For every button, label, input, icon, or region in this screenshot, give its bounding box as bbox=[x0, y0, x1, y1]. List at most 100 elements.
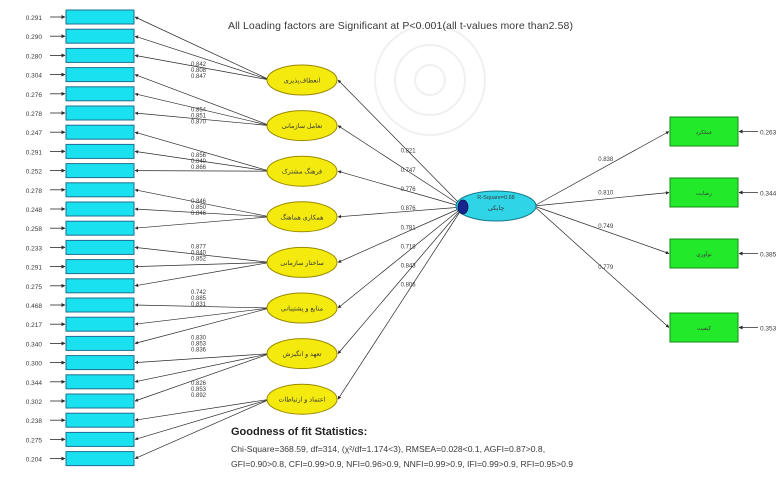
factor-loading-value: 0.866 bbox=[191, 165, 207, 171]
indicator-box bbox=[65, 9, 135, 25]
factor-loading-value: 0.836 bbox=[191, 348, 207, 354]
indicator-error-value: 0.233 bbox=[26, 245, 43, 252]
outcome-box bbox=[669, 312, 739, 343]
first-order-factor-ellipse bbox=[266, 246, 338, 278]
factor-loading-value: 0.846 bbox=[191, 199, 207, 205]
factor-loading-value: 0.742 bbox=[191, 290, 207, 296]
factor-loading-arrow bbox=[134, 54, 271, 81]
outcome-label: رضایت bbox=[696, 190, 712, 197]
first-order-factor-ellipse bbox=[266, 64, 338, 96]
factor-loading-value: 0.808 bbox=[191, 68, 207, 74]
indicator-error-value: 0.278 bbox=[26, 188, 43, 195]
goodness-of-fit-heading: Goodness of fit Statistics: bbox=[231, 426, 368, 438]
outcome-label: کیفیت bbox=[697, 325, 712, 332]
factor-loading-arrow bbox=[134, 246, 271, 263]
factor-loading-value: 0.846 bbox=[191, 211, 207, 217]
outcome-box bbox=[669, 177, 739, 208]
indicator-box bbox=[65, 105, 135, 121]
indicator-box bbox=[65, 28, 135, 44]
outcome-box bbox=[669, 116, 739, 147]
central-factor-r-square: R-Square=0.68 bbox=[477, 195, 514, 201]
factor-loading-value: 0.851 bbox=[191, 114, 207, 120]
outcome-path-value: 0.838 bbox=[598, 157, 614, 163]
first-order-factor-label: اعتماد و ارتباطات bbox=[279, 396, 326, 404]
first-order-factor-label: ساختار سازمانی bbox=[280, 259, 324, 267]
indicator-box bbox=[65, 355, 135, 371]
indicator-box bbox=[65, 86, 135, 102]
outcome-label: نوآوری bbox=[696, 250, 712, 258]
indicator-error-value: 0.204 bbox=[26, 457, 43, 464]
factor-loading-arrow bbox=[134, 398, 271, 441]
indicator-error-value: 0.217 bbox=[26, 322, 43, 329]
factor-loading-arrow bbox=[134, 353, 271, 383]
indicator-box bbox=[65, 201, 135, 217]
indicator-error-value: 0.344 bbox=[26, 380, 43, 387]
indicator-error-value: 0.291 bbox=[26, 265, 43, 272]
indicator-box bbox=[65, 431, 135, 447]
second-order-path-arrow bbox=[337, 206, 464, 263]
goodness-of-fit-line-1: Chi-Square=368.59, df=314, (χ²/df=1.174<… bbox=[231, 444, 546, 454]
factor-loading-value: 0.842 bbox=[191, 62, 207, 68]
factor-loading-value: 0.853 bbox=[191, 342, 207, 348]
second-order-path-value: 0.776 bbox=[401, 187, 417, 193]
indicator-error-value: 0.252 bbox=[26, 169, 43, 176]
second-order-path-value: 0.821 bbox=[401, 149, 417, 155]
indicator-error-value: 0.291 bbox=[26, 15, 43, 22]
indicator-error-value: 0.468 bbox=[26, 303, 43, 310]
indicator-error-value: 0.302 bbox=[26, 399, 43, 406]
outcome-path-arrow bbox=[533, 205, 670, 328]
factor-loading-arrow bbox=[134, 188, 271, 218]
factor-loading-value: 0.854 bbox=[191, 108, 207, 114]
indicator-error-value: 0.290 bbox=[26, 34, 43, 41]
second-order-path-arrow bbox=[337, 206, 464, 309]
first-order-factor-ellipse bbox=[266, 155, 338, 187]
indicator-error-value: 0.276 bbox=[26, 92, 43, 99]
second-order-path-arrow bbox=[337, 206, 464, 219]
factor-loading-value: 0.826 bbox=[191, 381, 207, 387]
indicator-error-value: 0.275 bbox=[26, 284, 43, 291]
factor-loading-arrow bbox=[134, 353, 271, 402]
factor-loading-value: 0.852 bbox=[191, 256, 207, 262]
factor-loading-arrow bbox=[134, 168, 271, 173]
first-order-factor-label: منابع و پشتیبانی bbox=[281, 305, 324, 313]
indicator-box bbox=[65, 278, 135, 294]
factor-loading-value: 0.877 bbox=[191, 244, 207, 250]
outcome-box bbox=[669, 238, 739, 269]
central-factor-label: چابکی bbox=[488, 204, 505, 212]
second-order-path-value: 0.876 bbox=[401, 206, 417, 212]
indicator-error-value: 0.247 bbox=[26, 130, 43, 137]
factor-loading-arrow bbox=[134, 35, 271, 81]
outcome-label: عملکرد bbox=[696, 129, 713, 136]
indicator-box bbox=[65, 297, 135, 313]
central-factor-hub bbox=[457, 199, 469, 215]
indicator-box bbox=[65, 316, 135, 332]
indicator-box bbox=[65, 220, 135, 236]
outcome-path-arrow bbox=[533, 131, 670, 207]
second-order-path-arrow bbox=[337, 79, 464, 208]
indicator-box bbox=[65, 47, 135, 63]
second-order-path-value: 0.718 bbox=[401, 244, 417, 250]
first-order-factor-label: تعهد و انگیزش bbox=[283, 349, 322, 358]
factor-loading-arrow bbox=[134, 216, 271, 230]
indicator-error-value: 0.258 bbox=[26, 226, 43, 233]
factor-loading-arrow bbox=[134, 262, 271, 269]
factor-loading-arrow bbox=[134, 150, 271, 172]
factor-loading-arrow bbox=[134, 74, 271, 126]
factor-loading-value: 0.831 bbox=[191, 302, 207, 308]
indicator-error-value: 0.248 bbox=[26, 207, 43, 214]
second-order-path-value: 0.747 bbox=[401, 168, 417, 174]
factor-loading-arrow bbox=[134, 262, 271, 287]
goodness-of-fit-line-2: GFI=0.90>0.8, CFI=0.99>0.9, NFI=0.96>0.9… bbox=[231, 459, 574, 469]
factor-loading-arrow bbox=[134, 92, 271, 126]
factor-loading-arrow bbox=[134, 16, 271, 81]
factor-loading-value: 0.870 bbox=[191, 120, 207, 126]
indicator-box bbox=[65, 163, 135, 179]
factor-loading-arrow bbox=[134, 307, 271, 345]
outcome-path-value: 0.779 bbox=[598, 265, 614, 271]
outcome-error-value: 0.353 bbox=[760, 326, 777, 333]
indicator-error-value: 0.291 bbox=[26, 149, 43, 156]
first-order-factor-ellipse bbox=[266, 292, 338, 324]
indicator-box bbox=[65, 412, 135, 428]
indicator-box bbox=[65, 335, 135, 351]
first-order-factor-label: انعطاف‌پذیری bbox=[284, 77, 321, 85]
